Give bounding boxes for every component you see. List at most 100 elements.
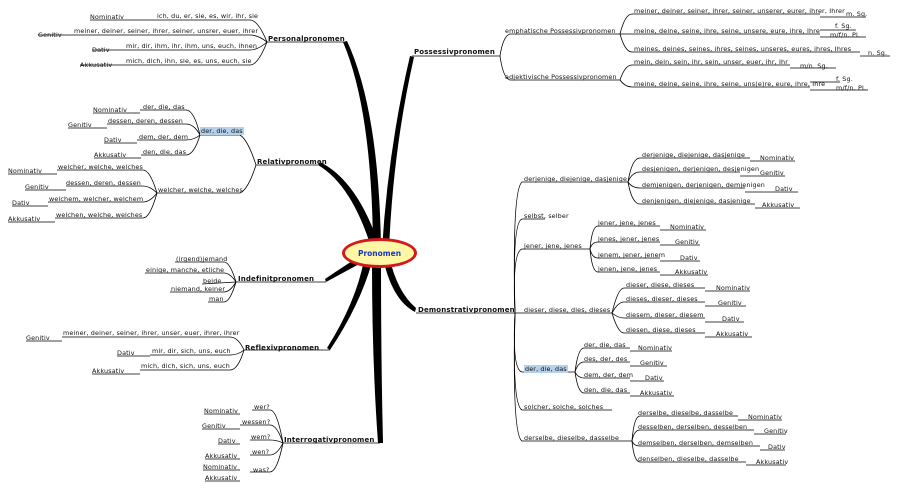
pronoun-row[interactable]: dieser, diese, dieses [626,281,695,289]
pronoun-row[interactable]: derjenige, diejenige, dasjenige [642,151,746,159]
pronoun-row[interactable]: demselben, derselben, demselben [638,439,754,447]
case-label: Dativ [722,315,740,323]
pronoun-row[interactable]: wem? [251,433,271,441]
case-label: Dativ [12,199,30,207]
pronoun-row[interactable]: denjenigen, diejenige, dasjenige [642,197,751,205]
pronoun-row[interactable]: mir, dir, sich, uns, euch [152,347,231,355]
pronoun-row[interactable]: dieses, dieser, dieses [626,295,698,303]
central-topic-label: Pronomen [357,248,402,258]
branch-interrogativpronomen[interactable]: Interrogativpronomen [284,436,375,444]
case-label: Akkusativ [205,452,238,460]
pronoun-row[interactable]: man [209,295,224,303]
pronoun-row[interactable]: jener, jene, jenes [598,219,656,227]
pronoun-row[interactable]: diesem, dieser, diesem [626,311,704,319]
pronoun-row[interactable]: wessen? [242,418,271,426]
pronoun-row[interactable]: jenen, jene, jenes [598,265,658,273]
pronoun-row[interactable]: beide [203,277,222,285]
pronoun-row[interactable]: derselbe, dieselbe, dasselbe [638,409,734,417]
case-label: Genitiv [202,422,226,430]
pronoun-row[interactable]: was? [253,466,270,474]
pronoun-row[interactable]: mich, dich, sich, uns, euch [141,362,230,370]
case-label: Genitiv [38,31,62,39]
case-label: Akkusativ [8,215,41,223]
case-label: Genitiv [718,299,742,307]
pronoun-row[interactable]: der, die, das [143,103,185,111]
pronoun-row[interactable]: einige, manche, etliche [146,266,225,274]
case-label: Akkusativ [675,268,708,276]
subnode-selbst[interactable]: selbst, selber [524,212,569,220]
subnode-der-die-das[interactable]: der, die, das [200,127,244,135]
pronoun-row[interactable]: mich, dich, ihn, sie, es, uns, euch, sie [126,57,252,65]
pronoun-row[interactable]: desjenigen, derjenigen, desjenigen [642,165,760,173]
trunk-relativ [318,162,380,250]
subnode-dieser[interactable]: dieser, diese, dies, dieses [524,306,611,314]
pronoun-row[interactable]: jenem, jener, jenem [598,251,666,259]
case-label: Dativ [92,46,110,54]
pronoun-row[interactable]: meine, deine, seine, ihre, seine, unsere… [634,27,820,35]
subnode-derselbe[interactable]: derselbe, dieselbe, dasselbe [524,434,620,442]
case-label: Dativ [680,254,698,262]
pronoun-row[interactable]: niemand, keiner [171,285,226,293]
case-label: Genitiv [68,121,92,129]
case-label: Dativ [218,437,236,445]
pronoun-row[interactable]: welcher, welche, welches [58,163,143,171]
pronoun-row[interactable]: den, die, das [143,148,187,156]
case-label: Nominativ [716,284,751,292]
branch-relativpronomen[interactable]: Relativpronomen [257,158,327,166]
pronoun-row[interactable]: mein, dein, sein, ihr, sein, unser, euer… [634,58,788,66]
pronoun-row[interactable]: wer? [254,403,270,411]
pronoun-row[interactable]: jenes, jener, jenes [598,235,660,243]
subnode-der-die-das[interactable]: der, die, das [524,365,568,373]
branch-reflexivpronomen[interactable]: Reflexivpronomen [245,344,320,352]
case-label: Genitiv [760,169,784,177]
pronoun-row[interactable]: (irgend)jemand [176,255,228,263]
branch-indefinitpronomen[interactable]: Indefinitpronomen [238,275,315,283]
pronoun-row[interactable]: diesen, diese, dieses [626,326,696,334]
pronoun-row[interactable]: meiner, deiner, seiner, ihrer, seiner, u… [74,27,259,35]
pronoun-row[interactable]: den, die, das [584,386,628,394]
pronoun-row[interactable]: dem, der, dem [139,133,189,141]
pronoun-row[interactable]: demjenigen, derjenigen, demjenigen [642,181,765,189]
subnode-solcher[interactable]: solcher, solche, solches [524,403,604,411]
pronoun-row[interactable]: desselben, derselben, desselben [638,423,748,431]
pronoun-row[interactable]: dem, der, dem [584,371,634,379]
case-label: Genitiv [764,427,788,435]
pronoun-row[interactable]: welchem, welcher, welchem [49,195,144,203]
subnode-welcher[interactable]: welcher, welche, welches [158,186,243,194]
pronoun-row[interactable]: mir, dir, ihm, ihr, ihm, uns, euch, ihne… [126,42,258,50]
case-label: Nominativ [93,106,128,114]
branch-demonstrativpronomen[interactable]: Demonstrativpronomen [418,306,515,314]
pronoun-row[interactable]: meine, deine, seine, ihre, seine, uns(e)… [634,80,826,88]
case-label: Dativ [775,185,793,193]
trunk-interrogativ [372,264,383,443]
main-trunks [318,41,416,443]
subnode-derjenige[interactable]: derjenige, diejenige, dasjenige [524,175,628,183]
case-label: Dativ [768,443,786,451]
subnode-adjektivische[interactable]: adjektivische Possessivpronomen [505,73,617,81]
gender-tag: f. Sg. [835,22,852,30]
pronoun-row[interactable]: der, die, das [584,341,626,349]
pronoun-row[interactable]: meines, deines, seines, ihres, seines, u… [634,45,852,53]
subnode-emphatische[interactable]: emphatische Possessivpronomen [505,27,616,35]
pronoun-row[interactable]: meiner, deiner, seiner, ihrer, unser, eu… [63,329,240,337]
gender-tag: m/f/n. Pl. [830,31,861,39]
subnode-jener[interactable]: jener, jene, jenes [524,242,582,250]
pronoun-row[interactable]: dessen, deren, dessen [108,117,183,125]
pronoun-row[interactable]: denselben, dieselbe, dasselbe [638,455,739,463]
branch-personalpronomen[interactable]: Personalpronomen [268,35,345,43]
pronoun-row[interactable]: des, der, des [584,355,628,363]
case-label: Nominativ [638,344,673,352]
case-label: Nominativ [204,407,239,415]
pronoun-row[interactable]: dessen, deren, dessen [66,179,141,187]
pronoun-row[interactable]: ich, du, er, sie, es, wir, ihr, sie [157,12,259,20]
pronoun-row[interactable]: welchen, welche, welches [56,211,143,219]
trunk-possessiv [382,56,414,250]
pronoun-row[interactable]: wen? [252,448,270,456]
case-label: Akkusativ [762,201,795,209]
gender-tag: n. Sg. [868,49,888,57]
branch-possessivpronomen[interactable]: Possessivpronomen [414,48,495,56]
pronoun-row[interactable]: meiner, deiner, seiner, ihrer, seiner, u… [634,7,845,15]
central-topic[interactable]: Pronomen [342,238,417,268]
case-label: Nominativ [748,413,783,421]
